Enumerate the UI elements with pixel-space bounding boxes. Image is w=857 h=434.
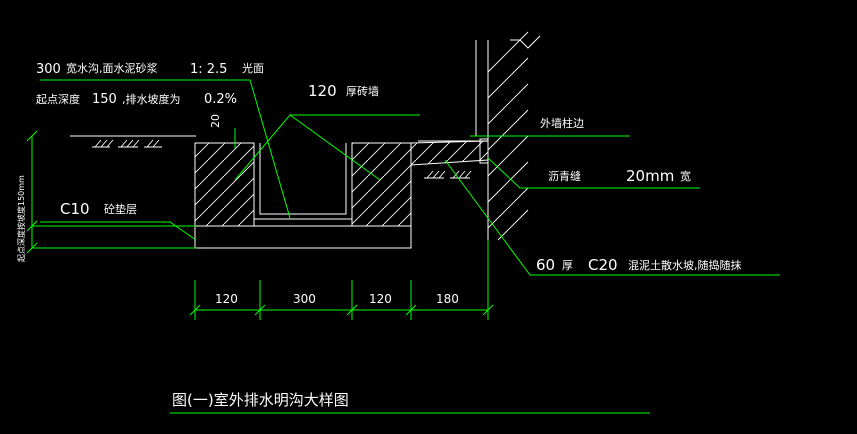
break-line [510, 35, 541, 49]
label-start-depth: 起点深度 [36, 92, 80, 106]
earth-symbol-left [92, 139, 162, 148]
label-cushion-desc: 砼垫层 [104, 202, 137, 216]
leader-joint [487, 157, 700, 189]
c10-cushion [194, 225, 412, 249]
label-start-depth-value: 150 [92, 92, 117, 107]
earth-symbol-right [424, 170, 472, 179]
label-slope-value: 0.2% [204, 92, 237, 107]
building-wall-hatch [487, 31, 529, 241]
left-brick-wall [194, 142, 255, 227]
label-slab-thickness-unit: 厚 [562, 259, 573, 272]
label-vertical-dim: 起点深度按坡度150mm [16, 175, 26, 262]
label-slab-grade: C20 [588, 256, 618, 274]
label-slope: ,排水坡度为 [122, 92, 181, 106]
channel-inner [259, 143, 347, 215]
label-joint: 沥青缝 [548, 169, 581, 183]
vertical-dimension [26, 130, 196, 254]
dim-label-4: 180 [436, 292, 459, 306]
label-cushion-grade: C10 [60, 200, 90, 218]
label-mortar-ratio: 1: 2.5 [190, 62, 227, 77]
label-wall-desc: 厚砖墙 [346, 84, 379, 98]
channel-lining [253, 143, 353, 220]
label-column-edge: 外墙柱边 [540, 116, 584, 130]
leader-mortar [40, 79, 291, 219]
label-wall-thickness: 120 [308, 82, 337, 100]
dim-label-1: 120 [215, 292, 238, 306]
dim-label-2: 300 [293, 292, 316, 306]
label-small-dim: 20 [209, 114, 222, 128]
label-top-width: 300 [36, 62, 61, 77]
horizontal-dimension-chain [189, 240, 494, 320]
leader-lines [40, 79, 780, 414]
label-joint-width-unit: 宽 [680, 169, 691, 183]
dim-label-3: 120 [369, 292, 392, 306]
label-joint-width: 20mm [626, 167, 674, 185]
leader-cushion [40, 221, 197, 241]
label-slab-thickness: 60 [536, 256, 555, 274]
leader-slab [444, 159, 780, 276]
drawing-title: 图(一)室外排水明沟大样图 [172, 391, 349, 409]
label-top-width-desc: 宽水沟,面水泥砂浆 [66, 61, 158, 75]
label-mortar-finish: 光面 [242, 61, 264, 75]
c20-slab [410, 140, 489, 166]
label-slab-desc: 混泥土散水坡,随捣随抹 [628, 258, 742, 272]
right-brick-wall [351, 142, 412, 227]
